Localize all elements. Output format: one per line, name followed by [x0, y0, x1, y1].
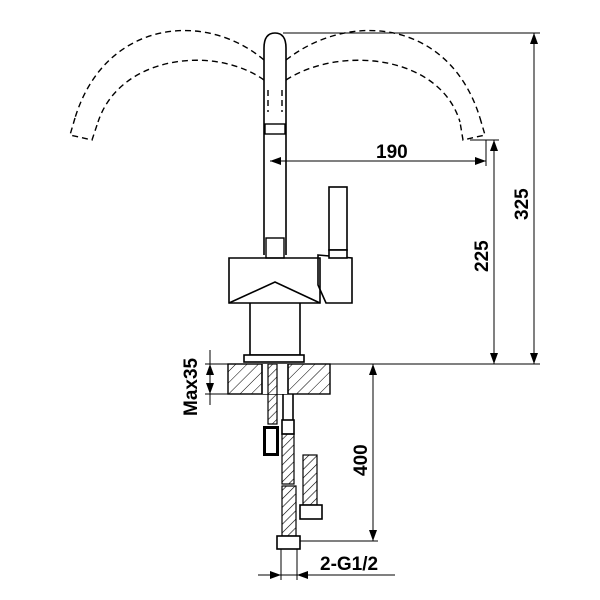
- dimension-max-thickness: Max35: [181, 357, 202, 416]
- dimension-connection: 2-G1/2: [320, 554, 378, 575]
- faucet-body: [228, 257, 321, 363]
- hoses: [263, 363, 323, 580]
- dimension-spout-height: 225: [472, 240, 493, 272]
- lever-handle: [317, 186, 353, 304]
- spout-swivel-left: [69, 30, 265, 141]
- dimension-reach: 190: [376, 142, 408, 163]
- dimension-lines: [205, 32, 540, 579]
- dimension-hose-length: 400: [351, 444, 372, 476]
- dimension-total-height: 325: [512, 188, 533, 220]
- spout: [263, 32, 287, 259]
- spout-swivel-right: [285, 30, 486, 141]
- countertop-section: [227, 363, 331, 395]
